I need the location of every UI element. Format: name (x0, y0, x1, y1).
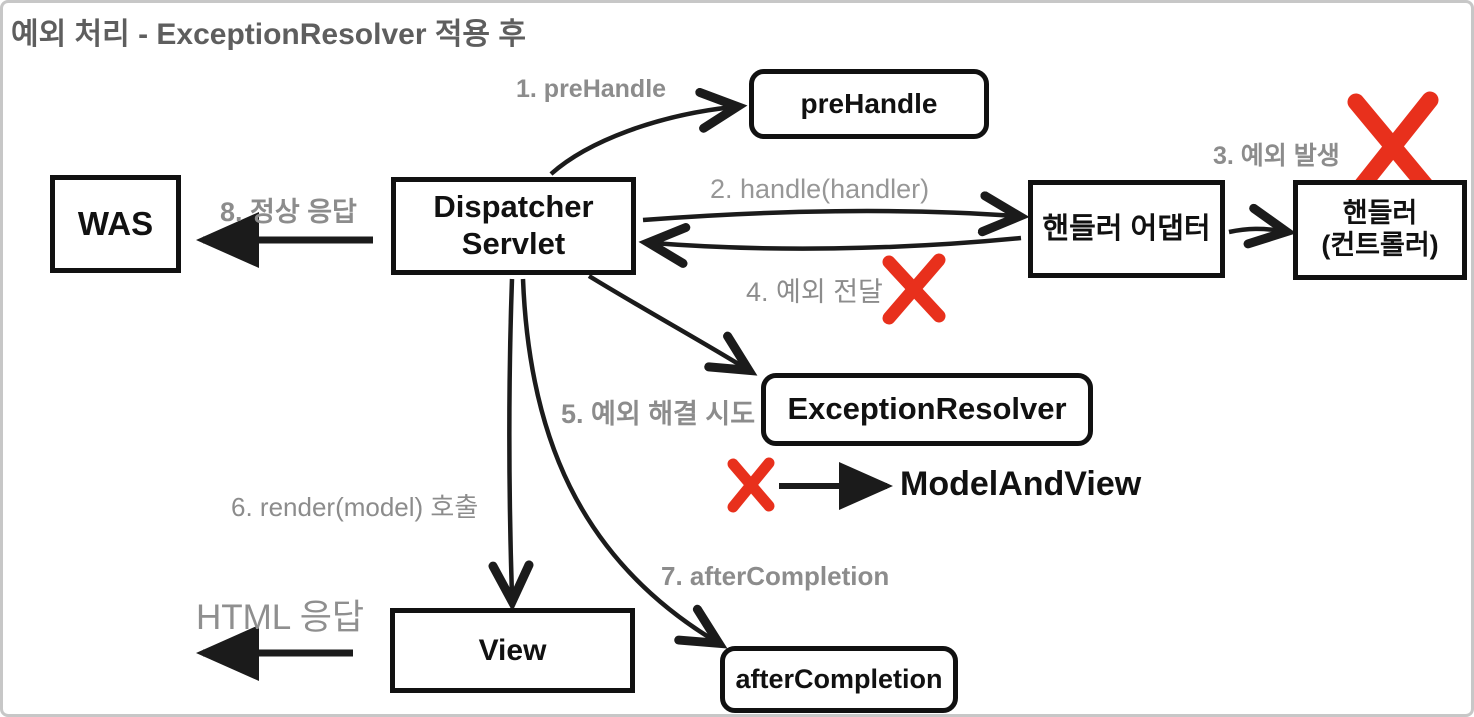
node-prehandle: preHandle (749, 69, 989, 139)
node-after-completion: afterCompletion (720, 646, 958, 713)
arrow-exception-return (638, 223, 1022, 268)
label-step7-after-completion: 7. afterCompletion (661, 561, 890, 591)
label-html-response: HTML 응답 (196, 598, 365, 637)
node-handler-line2: (컨트롤러) (1321, 230, 1439, 260)
node-dispatcher-line1: Dispatcher (433, 189, 594, 225)
label-step1-prehandle: 1. preHandle (516, 75, 667, 103)
arrow-exception-resolver (587, 274, 758, 376)
label-step4-exception-pass: 4. 예외 전달 (746, 277, 883, 307)
red-x-icon-exception-pass (882, 253, 946, 325)
red-x-icon-model-and-view (727, 457, 775, 513)
node-handler-adapter-label: 핸들러 어댑터 (1042, 212, 1211, 245)
node-exception-resolver-label: ExceptionResolver (787, 391, 1067, 427)
node-handler-adapter: 핸들러 어댑터 (1028, 180, 1225, 278)
label-step2-handle: 2. handle(handler) (710, 174, 930, 204)
node-dispatcher-line2: Servlet (461, 226, 566, 261)
node-handler-line1: 핸들러 (1342, 198, 1418, 229)
label-step6-render-call: 6. render(model) 호출 (231, 492, 479, 522)
node-was: WAS (50, 175, 181, 273)
label-step8-normal-response: 8. 정상 응답 (220, 197, 357, 227)
node-prehandle-label: preHandle (800, 88, 938, 120)
diagram-title: 예외 처리 - ExceptionResolver 적용 후 (11, 18, 526, 51)
node-was-label: WAS (77, 204, 154, 242)
node-handler: 핸들러 (컨트롤러) (1293, 180, 1467, 280)
node-dispatcher-servlet: Dispatcher Servlet (391, 177, 636, 275)
node-after-completion-label: afterCompletion (735, 663, 943, 694)
arrow-prehandle (549, 87, 748, 176)
node-view: View (390, 608, 635, 693)
label-step5-resolve-attempt: 5. 예외 해결 시도 (561, 399, 756, 429)
label-step3-exception-occurs: 3. 예외 발생 (1213, 142, 1340, 170)
model-and-view-text: ModelAndView (900, 465, 1142, 503)
node-view-label: View (478, 633, 547, 667)
node-exception-resolver: ExceptionResolver (761, 373, 1093, 446)
arrow-adapter-to-handler (1228, 203, 1297, 249)
arrow-render-view (488, 278, 534, 612)
arrow-handle-forward (642, 191, 1030, 237)
